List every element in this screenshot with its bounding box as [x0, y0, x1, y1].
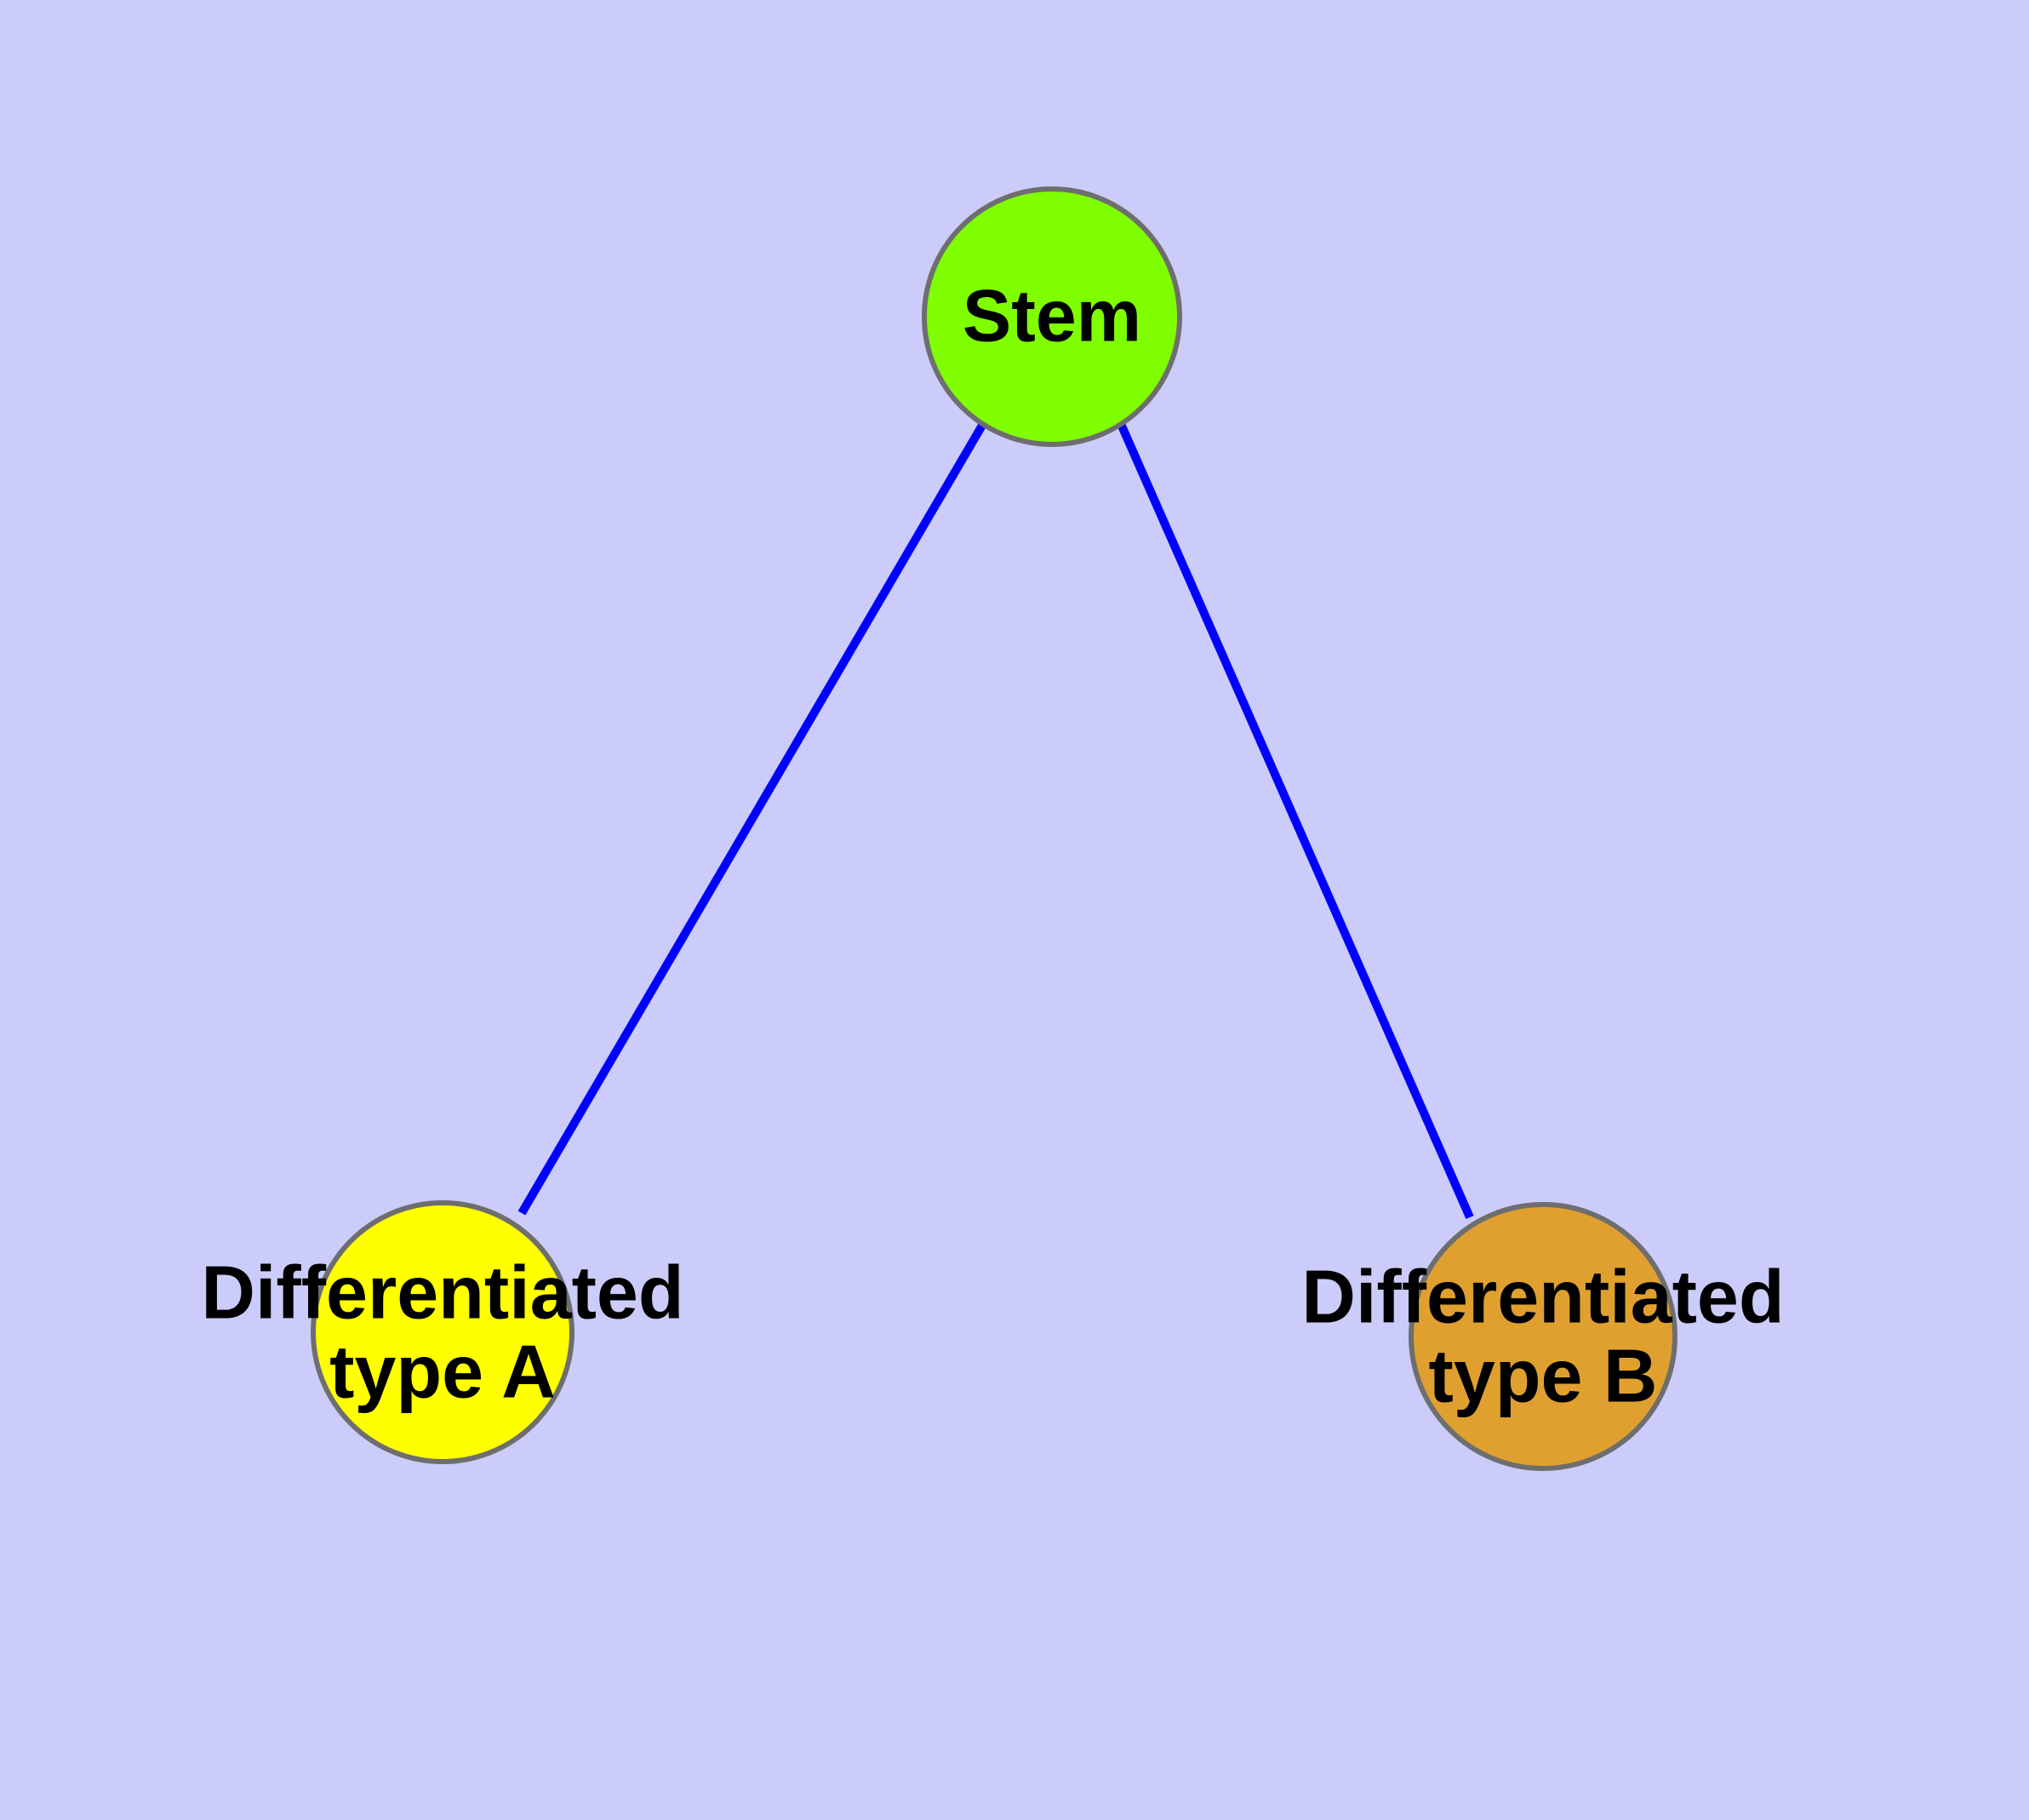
graph-edge-stem-to-diff_a	[517, 421, 987, 1216]
edge-layer	[517, 421, 1474, 1220]
graph-edge-stem-to-diff_b	[1117, 421, 1474, 1220]
node-layer	[311, 186, 1677, 1471]
graph-node-diff_a[interactable]	[311, 1200, 574, 1464]
graph-node-diff_b[interactable]	[1409, 1202, 1677, 1471]
graph-node-stem[interactable]	[922, 186, 1182, 447]
